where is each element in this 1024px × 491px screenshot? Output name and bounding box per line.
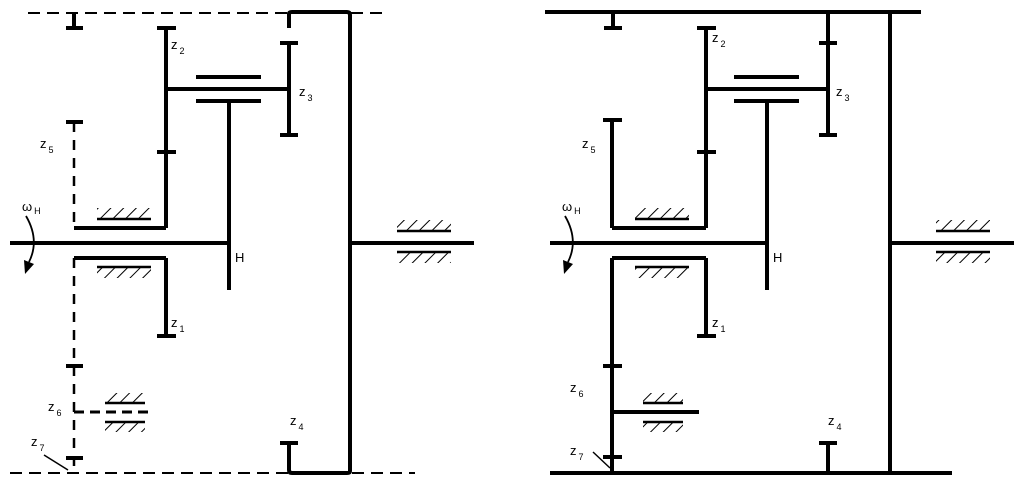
left-z6-bearing-hatch-2 [105,422,145,432]
right-rotation-arrowhead [563,260,573,274]
right-gear-train [545,10,1014,475]
left-z6-bearing-hatch-1 [105,393,145,403]
left-z7-leader [43,454,69,471]
right-output-bearing-hatch-2 [936,252,990,263]
right-rotation-arrow [564,215,574,263]
right-output-bearing-hatch-1 [936,220,990,231]
right-z7-leader [592,451,611,469]
left-gear-train [10,10,474,475]
left-output-bearing-hatch-2 [397,252,451,263]
right-bearing-hatch-1 [635,208,689,219]
left-ring-frame [287,10,352,475]
left-bearing-hatch-1 [97,208,151,219]
left-rotation-arrow [25,215,35,263]
right-bearing-hatch-2 [635,267,689,278]
left-output-bearing-hatch-1 [397,220,451,231]
left-label-H: H [235,250,244,265]
left-bearing-hatch-2 [97,267,151,278]
right-z6-bearing-hatch-1 [643,393,683,403]
right-label-H: H [773,250,782,265]
right-z6-bearing-hatch-2 [643,422,683,432]
left-rotation-arrowhead [24,260,34,274]
